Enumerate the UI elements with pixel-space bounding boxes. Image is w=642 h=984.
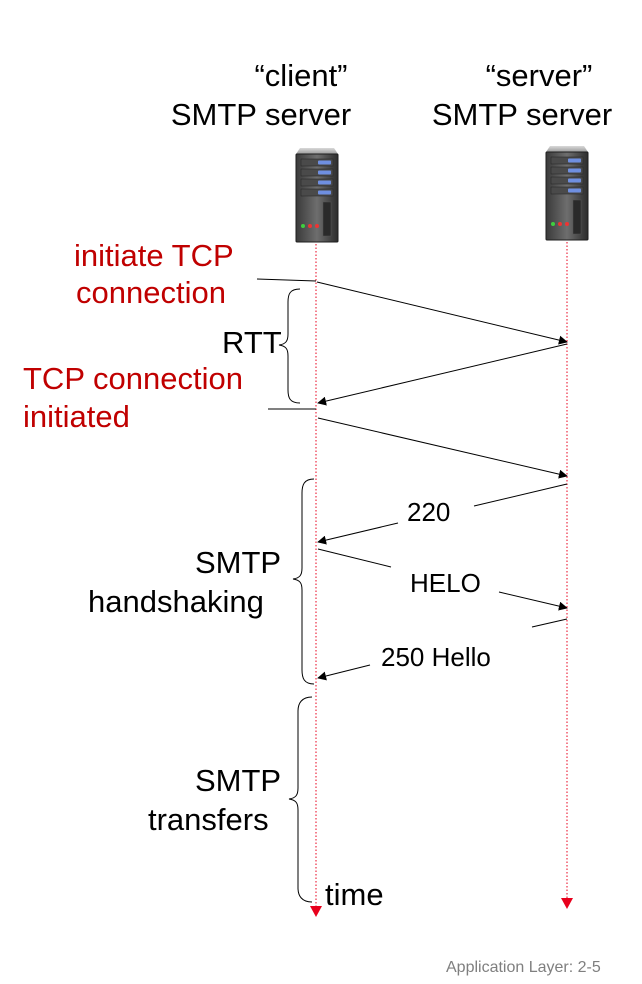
tcp-initiated-label-line1: TCP connection	[23, 361, 243, 396]
server-icon	[295, 148, 339, 243]
smtp-handshaking-label-line2: handshaking	[88, 584, 264, 619]
client-title-line2: SMTP server	[171, 97, 351, 132]
time-label: time	[325, 877, 384, 912]
msg-helo-arrow	[498, 591, 568, 611]
tcp-ack-arrow	[317, 417, 568, 479]
smtp-transfers-label-line1: SMTP	[195, 763, 281, 798]
client-timeline-arrowhead	[310, 906, 322, 917]
initiate-tcp-label-line2: connection	[76, 275, 226, 310]
smtp-transfers-label-line2: transfers	[148, 802, 269, 837]
msg-220-label: 220	[407, 497, 450, 527]
initiate-tcp-label-line1: initiate TCP	[74, 238, 234, 273]
handshaking-brace	[292, 478, 315, 685]
server-timeline-arrowhead	[561, 898, 573, 909]
server-icon	[545, 146, 589, 241]
tcp-initiated-label-line2: initiated	[23, 399, 130, 434]
smtp-handshaking-label-line1: SMTP	[195, 545, 281, 580]
server-title-line2: SMTP server	[432, 97, 612, 132]
slide-footer: Application Layer: 2-5	[446, 959, 601, 976]
rtt-brace	[278, 288, 301, 404]
msg-220-arrow	[317, 522, 399, 545]
tcp-synack-arrow	[317, 343, 568, 406]
tcp-syn-arrow	[316, 281, 568, 345]
msg-helo-label: HELO	[410, 568, 481, 598]
rtt-label: RTT	[222, 325, 282, 360]
msg-250-arrow	[317, 664, 371, 681]
server-title-line1: “server”	[486, 58, 593, 93]
msg-helo-line-upper	[317, 548, 392, 568]
tcp-start-line	[256, 278, 317, 282]
client-title-line1: “client”	[254, 58, 347, 93]
msg-220-line-upper	[473, 483, 568, 507]
msg-250-line-upper	[531, 618, 568, 628]
msg-250-label: 250 Hello	[381, 642, 491, 672]
transfers-brace	[288, 696, 313, 903]
